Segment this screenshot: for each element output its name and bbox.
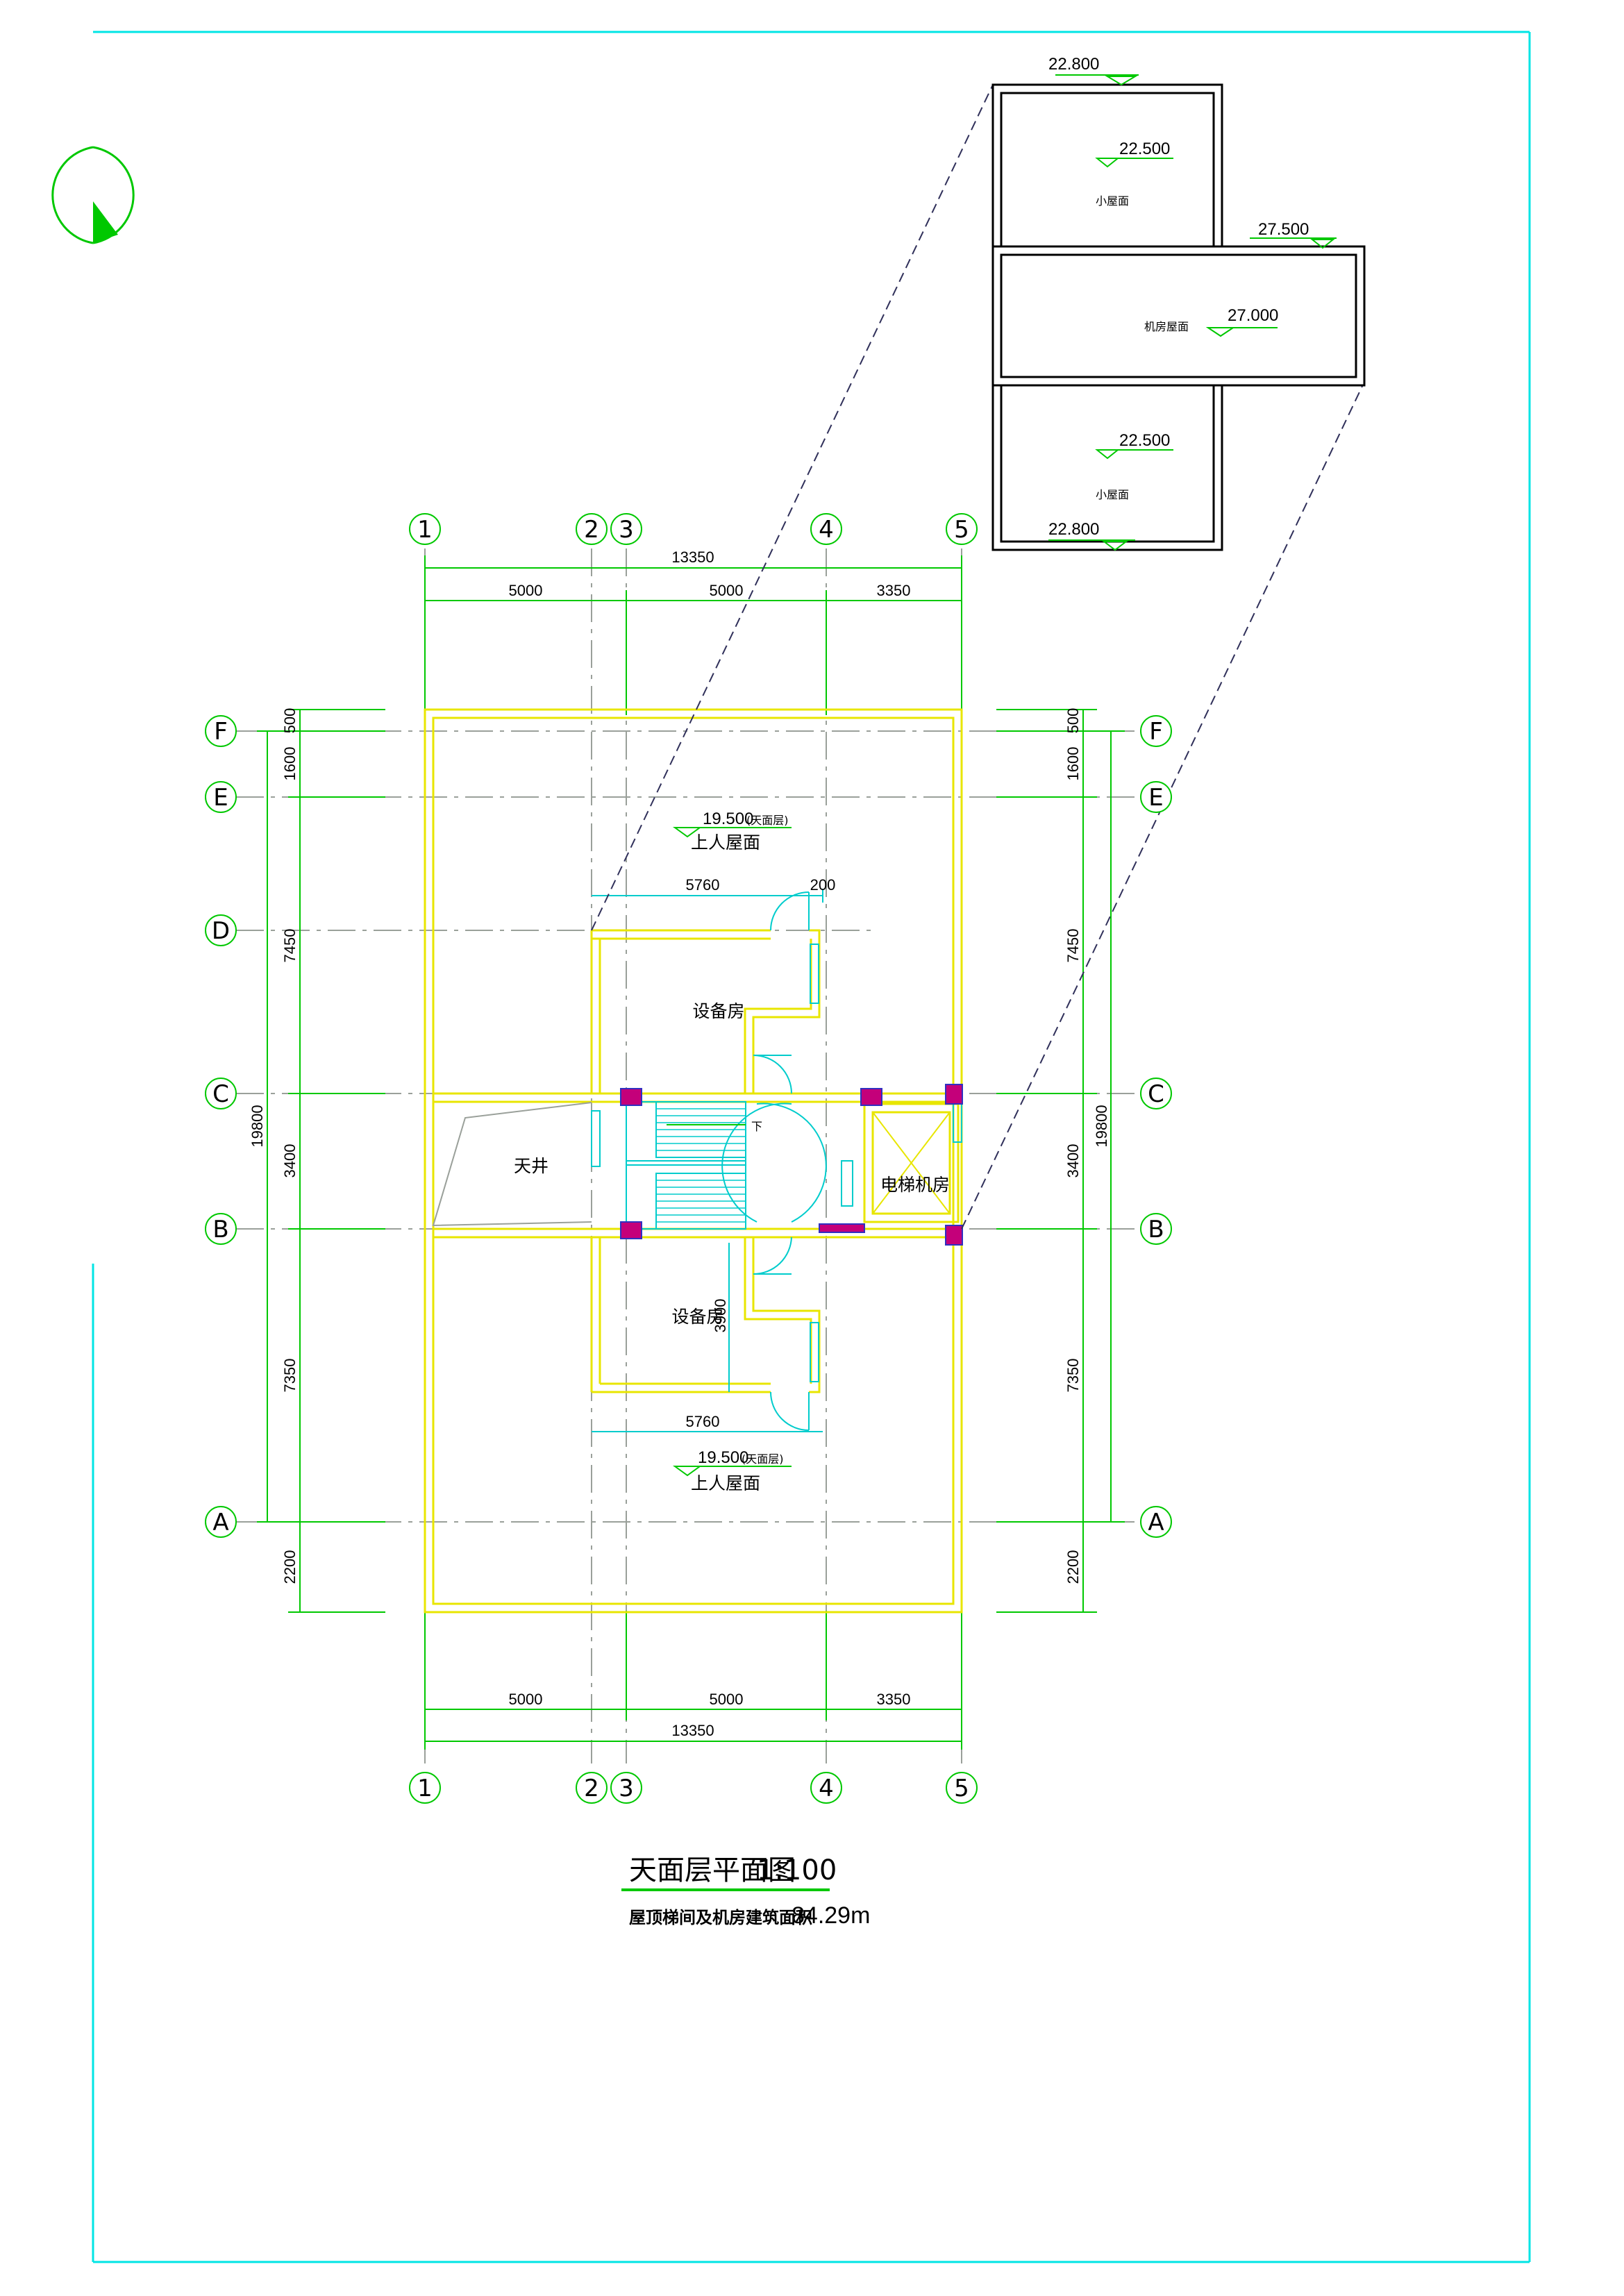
- dim-c-b-right: 3400: [1064, 1144, 1082, 1178]
- level-labels: 19.500 (天面层) 19.500 (天面层): [698, 810, 789, 1467]
- dim-e-c-left: 7450: [281, 929, 299, 963]
- axis-label-1-bottom: 1: [417, 1775, 433, 1802]
- inset-small-roof-top-elev: 22.500: [1119, 140, 1170, 158]
- area-note-value: 84.29m: [792, 1902, 870, 1929]
- dim-span-3-4-bottom: 5000: [710, 1691, 744, 1708]
- room-label-light-well: 天井: [514, 1156, 549, 1176]
- room-label-equipment-top: 设备房: [692, 1001, 744, 1021]
- axis-label-1-top: 1: [417, 516, 433, 544]
- dim-total-width-bottom: 13350: [671, 1722, 714, 1739]
- axis-label-b-right: B: [1148, 1216, 1164, 1243]
- dim-span-4-5-top: 3350: [877, 582, 911, 599]
- inset-labels: 22.800 22.500 小屋面 27.500 机房屋面 27.000 22.…: [1048, 55, 1309, 539]
- sheet-frame: [92, 31, 1531, 2263]
- windows: [591, 944, 962, 1382]
- axis-labels: 1 2 3 4 5 1 2 3 4 5 F E D C B A F E C B …: [212, 516, 1164, 1802]
- room-dimension-lines: [592, 889, 823, 1432]
- dim-span-1-3-top: 5000: [509, 582, 543, 599]
- dim-f-top-left: 500: [281, 708, 299, 734]
- axis-label-b-left: B: [212, 1216, 228, 1243]
- level-roof-top-tag: (天面层): [746, 814, 789, 827]
- dim-c-b-left: 3400: [281, 1144, 299, 1178]
- room-label-elevator-machine: 电梯机房: [880, 1175, 950, 1195]
- vertical-dimensions: 500 1600 7450 19800 3400 7350 2200 500 1…: [249, 708, 1110, 1584]
- dim-span-4-5-bottom: 3350: [877, 1691, 911, 1708]
- dim-span-3-4-top: 5000: [710, 582, 744, 599]
- doors: [721, 891, 853, 1431]
- axis-bubbles: [205, 513, 1172, 1804]
- dim-f-e-left: 1600: [281, 747, 299, 781]
- level-roof-bottom-tag: (天面层): [742, 1452, 784, 1466]
- inset-roof-plan: [991, 83, 1366, 551]
- axis-label-c-right: C: [1148, 1080, 1164, 1108]
- dim-total-height-right: 19800: [1093, 1105, 1110, 1147]
- level-roof-top: 19.500: [703, 810, 753, 828]
- dim-room-width-bottom: 5760: [686, 1413, 720, 1430]
- axis-label-2-top: 2: [584, 516, 599, 544]
- dimension-lines: [257, 555, 1125, 1750]
- axis-label-5-top: 5: [954, 516, 969, 544]
- dim-a-bottom-left: 2200: [281, 1550, 299, 1584]
- inset-leader-lines: [591, 84, 1365, 1230]
- dim-e-c-right: 7450: [1064, 929, 1082, 963]
- axis-label-f-right: F: [1149, 718, 1163, 746]
- stair: [626, 1101, 746, 1230]
- horizontal-dimensions: 13350 5000 5000 3350 5000 5000 3350 1335…: [509, 548, 911, 1739]
- inset-small-roof-bottom-label: 小屋面: [1096, 488, 1129, 501]
- axis-label-f-left: F: [214, 718, 228, 746]
- area-note-label: 屋顶梯间及机房建筑面积: [629, 1907, 812, 1927]
- inset-machine-parapet: 27.500: [1258, 220, 1309, 239]
- north-arrow-icon: [51, 146, 135, 244]
- dim-total-height-left: 19800: [249, 1105, 266, 1147]
- axis-label-e-right: E: [1148, 784, 1163, 812]
- inset-machine-roof-elev: 27.000: [1228, 306, 1278, 325]
- dim-span-1-3-bottom: 5000: [509, 1691, 543, 1708]
- axis-label-4-top: 4: [819, 516, 834, 544]
- axis-label-4-bottom: 4: [819, 1775, 834, 1802]
- columns: [620, 1084, 963, 1246]
- level-markers: [672, 74, 1337, 1477]
- inset-machine-roof-label: 机房屋面: [1144, 320, 1189, 333]
- room-label-roof-top: 上人屋面: [691, 832, 760, 853]
- dim-room-offset: 200: [810, 876, 836, 894]
- axis-label-a-right: A: [1148, 1509, 1164, 1536]
- dim-b-a-left: 7350: [281, 1359, 299, 1393]
- dim-f-e-right: 1600: [1064, 747, 1082, 781]
- dim-total-width-top: 13350: [671, 548, 714, 566]
- dim-room-depth: 3900: [712, 1299, 729, 1333]
- level-roof-bottom: 19.500: [698, 1448, 748, 1467]
- axis-label-e-left: E: [213, 784, 228, 812]
- inset-bottom-parapet: 22.800: [1048, 520, 1099, 539]
- axis-label-c-left: C: [212, 1080, 229, 1108]
- roof-parapet-outline: [424, 708, 963, 1614]
- dim-f-top-right: 500: [1064, 708, 1082, 734]
- axis-label-5-bottom: 5: [954, 1775, 969, 1802]
- dim-room-width-top: 5760: [686, 876, 720, 894]
- elevator-symbol-icon: [872, 1112, 951, 1214]
- axis-label-d-left: D: [212, 917, 230, 945]
- axis-label-2-bottom: 2: [584, 1775, 599, 1802]
- room-label-equipment-bottom: 设备房: [671, 1307, 723, 1327]
- room-label-roof-bottom: 上人屋面: [691, 1473, 760, 1493]
- axis-label-3-bottom: 3: [619, 1775, 634, 1802]
- inset-small-roof-top-label: 小屋面: [1096, 194, 1129, 208]
- axis-label-3-top: 3: [619, 516, 634, 544]
- drawing-title: 天面层平面图 1:100 屋顶梯间及机房建筑面积 84.29m: [621, 1854, 870, 1929]
- axis-label-a-left: A: [212, 1509, 228, 1536]
- dim-a-bottom-right: 2200: [1064, 1550, 1082, 1584]
- dim-b-a-right: 7350: [1064, 1359, 1082, 1393]
- light-well-outline: [432, 1102, 592, 1227]
- inset-small-roof-bottom-elev: 22.500: [1119, 431, 1170, 450]
- stair-down-label: 下: [751, 1120, 762, 1133]
- inset-top-parapet: 22.800: [1048, 55, 1099, 74]
- title-main: 天面层平面图: [629, 1854, 796, 1886]
- title-scale: 1:100: [757, 1854, 837, 1886]
- room-labels: 设备房 设备房 天井 电梯机房 下 上人屋面 上人屋面: [514, 832, 950, 1493]
